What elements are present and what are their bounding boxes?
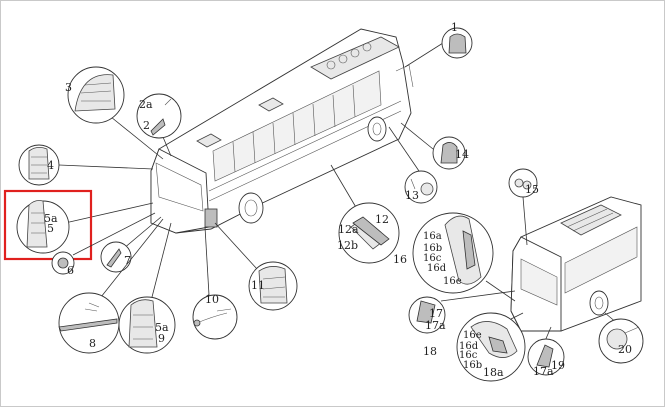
callout-7 [100, 216, 162, 273]
label-18: 18 [423, 345, 437, 358]
label-5a-left: 5a [44, 212, 58, 225]
callout-6 [51, 212, 156, 275]
callout-19 [527, 326, 565, 376]
label-16b: 16b [423, 243, 442, 254]
part-labels: 1 3 2a 2 4 5a 5 6 7 8 5a 9 10 11 12 12a … [44, 21, 632, 379]
label-16c: 16c [423, 253, 442, 264]
callout-2 [136, 93, 182, 157]
callout-17 [408, 290, 516, 334]
label-12a: 12a [338, 223, 359, 236]
label-8: 8 [89, 337, 96, 350]
label-17a: 17a [425, 319, 446, 332]
label-15: 15 [525, 183, 539, 196]
label-12: 12 [375, 213, 389, 226]
callout-20 [598, 312, 644, 364]
label-14: 14 [455, 148, 469, 161]
callout-5 [16, 200, 154, 254]
label-16: 16 [393, 253, 407, 266]
callout-3 [67, 66, 164, 160]
label-5a-right: 5a [155, 321, 169, 334]
label-16c-b: 16c [459, 350, 478, 361]
label-16b-b: 16b [463, 360, 482, 371]
highlight-box [3, 189, 93, 261]
label-11: 11 [251, 279, 265, 292]
label-7: 7 [124, 254, 131, 267]
label-3: 3 [65, 81, 72, 94]
label-9: 9 [158, 332, 165, 345]
callout-11 [214, 222, 298, 311]
callout-9 [118, 222, 176, 354]
main-bus [150, 28, 414, 234]
callout-13 [388, 126, 438, 204]
callout-12 [330, 164, 400, 264]
label-17: 17 [429, 307, 443, 320]
second-bus [510, 196, 642, 332]
label-16e-b: 16e [463, 330, 482, 341]
label-16e: 16e [443, 276, 462, 287]
label-16d-b: 16d [459, 341, 479, 352]
callout-10 [192, 226, 238, 340]
callout-14 [400, 122, 466, 170]
callout-18 [456, 312, 526, 382]
callout-4 [18, 144, 154, 186]
label-17a-b: 17a [533, 365, 554, 378]
label-12b: 12b [337, 239, 358, 252]
callout-1 [404, 27, 473, 68]
label-13: 13 [405, 189, 419, 202]
label-18a: 18a [483, 366, 504, 379]
label-4: 4 [47, 159, 54, 172]
label-5-left: 5 [47, 222, 54, 235]
label-19: 19 [551, 359, 565, 372]
label-2a: 2a [139, 98, 153, 111]
callout-15 [508, 168, 538, 246]
label-20: 20 [618, 343, 632, 356]
label-16a: 16a [423, 231, 442, 242]
label-10: 10 [205, 293, 219, 306]
label-2: 2 [143, 119, 150, 132]
label-1: 1 [451, 21, 458, 34]
label-16d: 16d [427, 263, 447, 274]
label-6: 6 [67, 264, 74, 277]
callout-16 [412, 212, 516, 302]
